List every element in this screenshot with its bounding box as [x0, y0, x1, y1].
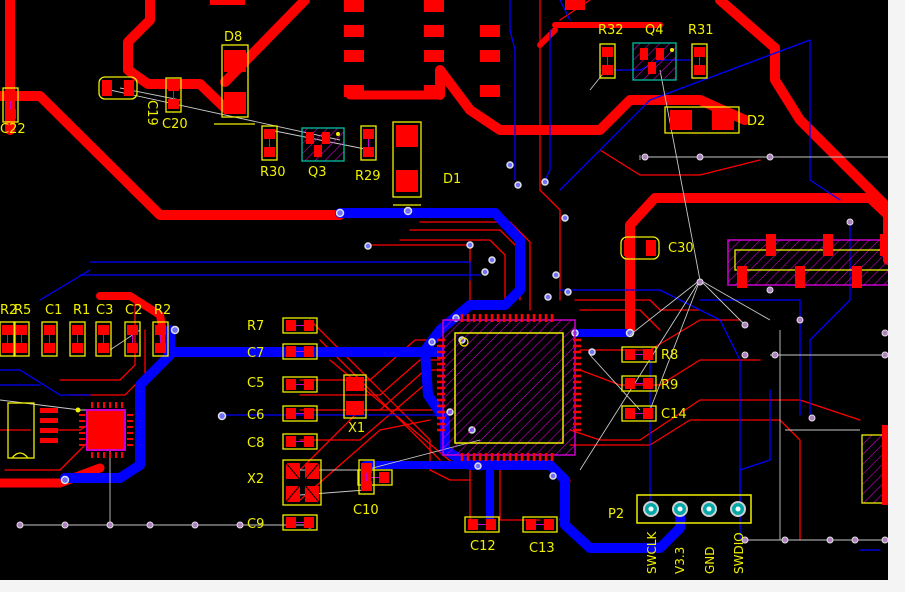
x1-crystal	[343, 374, 367, 419]
label-c20: C20	[162, 117, 188, 132]
board-edge-right	[888, 0, 905, 580]
label-q3: Q3	[308, 165, 327, 180]
label-r30: R30	[260, 165, 286, 180]
left-connector	[7, 402, 58, 459]
label-x2: X2	[247, 472, 264, 487]
label-c7: C7	[247, 346, 264, 361]
c19-capacitor	[98, 76, 138, 100]
qfn-chip	[75, 402, 133, 458]
label-r7: R7	[247, 319, 264, 334]
passive-c6	[282, 405, 318, 422]
label-c30: C30	[668, 241, 694, 256]
label-c2: C2	[125, 303, 142, 318]
q3-transistor	[301, 127, 345, 162]
passive-r7	[282, 317, 318, 334]
label-q4: Q4	[645, 23, 664, 38]
label-c5: C5	[247, 376, 264, 391]
p2-header	[636, 494, 752, 524]
right-edge-component	[861, 425, 891, 505]
label-c3: C3	[96, 303, 113, 318]
label-c10: C10	[353, 503, 379, 518]
passive-c2	[124, 321, 141, 357]
label-c1: C1	[45, 303, 62, 318]
pin-label-swclk: SWCLK	[645, 530, 659, 574]
c30-capacitor	[620, 236, 660, 260]
top-connector-pads	[210, 0, 585, 97]
passive-c8	[282, 433, 318, 450]
mcu-lqfp	[437, 314, 581, 461]
label-r5: R5	[14, 303, 31, 318]
passive-r2-left	[0, 321, 16, 357]
label-r1: R1	[73, 303, 90, 318]
label-r9: R9	[661, 378, 678, 393]
passive-r31	[691, 43, 708, 79]
label-d2: D2	[747, 114, 765, 129]
passive-c5	[282, 376, 318, 393]
label-r8: R8	[661, 348, 678, 363]
label-c8: C8	[247, 436, 264, 451]
header-pin-labels: SWCLK V3.3 GND SWDIO	[645, 530, 746, 574]
passive-c7	[282, 343, 318, 360]
passive-r1	[69, 321, 86, 357]
silkscreen-labels: C22 R2 C19 C20 D8 R30 Q3 R29 D1 R32 Q4 R…	[0, 23, 765, 556]
vertical-passives	[0, 43, 708, 495]
label-d1: D1	[443, 172, 461, 187]
passive-r2	[152, 321, 169, 357]
passive-c10v	[358, 459, 375, 495]
pin-label-v33: V3.3	[673, 547, 687, 574]
passive-c3	[95, 321, 112, 357]
label-c6: C6	[247, 408, 264, 423]
right-hatched-connector	[727, 234, 891, 288]
passive-c14	[621, 405, 657, 422]
label-p2: P2	[608, 507, 624, 522]
pin-label-swdio: SWDIO	[732, 532, 746, 574]
passive-c1	[41, 321, 58, 357]
passive-r8	[621, 346, 657, 363]
label-x1: X1	[348, 421, 365, 436]
pin-label-gnd: GND	[703, 546, 717, 574]
label-r29: R29	[355, 169, 381, 184]
passive-c20	[165, 77, 182, 113]
label-c22: C22	[0, 122, 26, 137]
passive-r5	[13, 321, 30, 357]
label-c19: C19	[144, 100, 159, 126]
label-d8: D8	[224, 30, 242, 45]
ratsnest-nodes	[16, 153, 889, 544]
label-c13: C13	[529, 541, 555, 556]
horizontal-passives	[282, 317, 657, 533]
passive-r32	[599, 43, 616, 79]
label-r2: R2	[154, 303, 171, 318]
label-c14: C14	[661, 407, 687, 422]
passive-c13	[522, 516, 558, 533]
label-r2-left: R2	[0, 303, 17, 318]
passive-r30	[261, 125, 278, 161]
label-c9: C9	[247, 517, 264, 532]
label-c12: C12	[470, 539, 496, 554]
d2-diode	[664, 106, 740, 134]
passive-c22	[2, 87, 19, 123]
q4-transistor	[632, 42, 677, 81]
passive-c9	[282, 514, 318, 531]
d8-diode	[214, 44, 255, 125]
passive-c12	[464, 516, 500, 533]
label-r31: R31	[688, 23, 714, 38]
x2-crystal	[282, 459, 322, 506]
label-r32: R32	[598, 23, 624, 38]
passive-r29	[360, 125, 377, 161]
passive-r9	[621, 375, 657, 392]
d1-diode	[392, 121, 422, 206]
board-edge-bottom	[0, 580, 905, 592]
